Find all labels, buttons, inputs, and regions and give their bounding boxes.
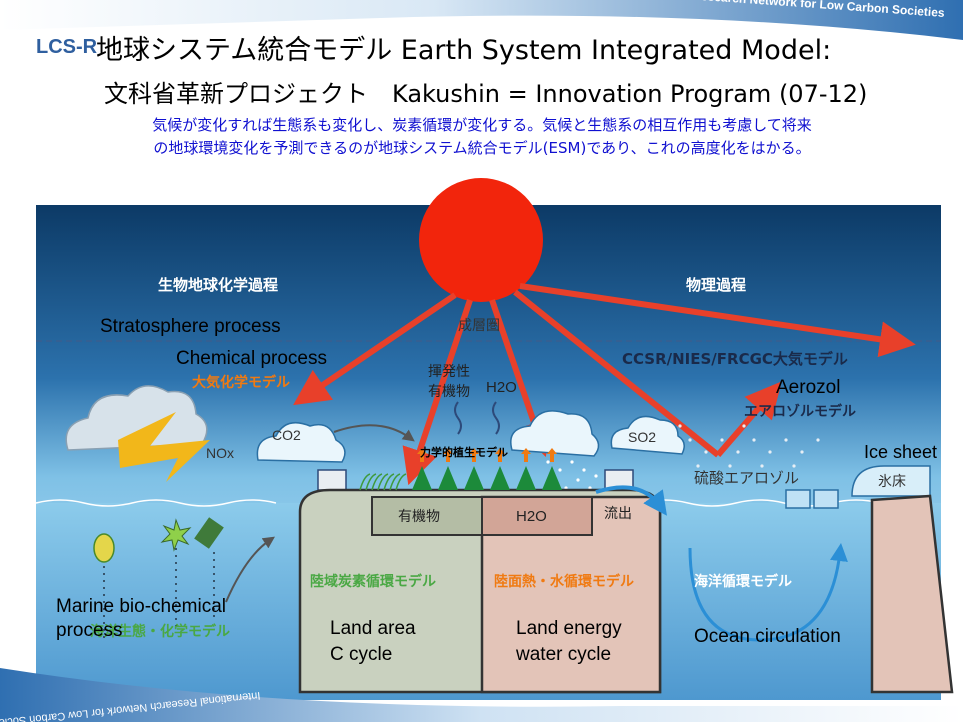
label-atmos-chem-model: 大気化学モデル xyxy=(192,374,290,391)
tree-arrows xyxy=(417,448,557,462)
label-dynamic-vegetation: 力学的植生モデル xyxy=(420,445,508,459)
page-subtitle: 文科省革新プロジェクト Kakushin = Innovation Progra… xyxy=(104,80,868,108)
so2-cloud xyxy=(610,415,685,455)
label-voc-line1: 揮発性 xyxy=(428,364,470,380)
cloud-left xyxy=(65,385,208,451)
ocean-wave-left xyxy=(35,499,277,507)
h2o-squiggle xyxy=(492,401,500,435)
label-so2: SO2 xyxy=(628,429,656,445)
label-physical-process: 物理過程 xyxy=(686,276,746,294)
label-nox: NOx xyxy=(206,445,234,461)
page-title: 地球システム統合モデル Earth System Integrated Mode… xyxy=(96,35,832,66)
solar-arrow-2 xyxy=(402,299,473,486)
solar-arrow-1 xyxy=(293,292,457,406)
solar-arrow-4 xyxy=(513,289,720,458)
solar-arrow-5 xyxy=(519,283,916,358)
sun-icon xyxy=(419,178,543,302)
ocean-circulation-arrow xyxy=(688,543,848,642)
label-co2: CO2 xyxy=(272,427,301,443)
ice-sheet-land xyxy=(870,494,954,694)
trees-icon xyxy=(412,466,562,490)
label-land-c-line2: C cycle xyxy=(330,644,392,665)
sea-ice-block-2 xyxy=(813,489,839,509)
footer-banner xyxy=(0,668,963,722)
label-marine-en-line1: Marine bio-chemical xyxy=(56,596,226,617)
label-land-carbon-model: 陸域炭素循環モデル xyxy=(310,573,436,590)
marine-flow-arrow xyxy=(225,536,275,603)
label-h2o-vapor: H2O xyxy=(486,379,517,396)
aerosol-dots xyxy=(678,424,820,468)
label-organic-matter: 有機物 xyxy=(398,509,440,525)
label-land-energy-line1: Land energy xyxy=(516,618,622,639)
label-sulfate-aerosol: 硫酸エアロゾル xyxy=(694,469,799,487)
label-stratosphere-jp: 成層圏 xyxy=(458,318,500,334)
plankton-icon xyxy=(93,533,115,563)
logo: LCS-R xyxy=(36,36,98,58)
label-ocean-circ-model: 海洋循環モデル xyxy=(694,573,792,590)
label-runoff: 流出 xyxy=(604,506,632,522)
sea-ice-block-1 xyxy=(785,489,811,509)
label-ice-sheet-en: Ice sheet xyxy=(864,442,937,462)
h2o-box xyxy=(481,496,593,536)
label-land-heat-water-model: 陸面熱・水循環モデル xyxy=(494,573,634,590)
organic-matter-box xyxy=(371,496,483,536)
label-aerosol-model: エアロゾルモデル xyxy=(744,403,856,420)
header-banner xyxy=(0,0,963,40)
label-biogeochem-process: 生物地球化学過程 xyxy=(158,276,278,294)
co2-flow-arrow xyxy=(333,424,415,442)
label-marine-jp: 海洋生態・化学モデル xyxy=(90,623,230,640)
sinking-particles xyxy=(103,548,215,640)
algae-icon xyxy=(194,517,224,549)
lightning-icon xyxy=(118,412,210,482)
diatom-icon xyxy=(160,518,192,552)
runoff-arrow xyxy=(595,485,667,516)
label-ice-sheet-jp: 氷床 xyxy=(878,474,906,490)
label-aerozol: Aerozol xyxy=(776,377,840,398)
label-voc-line2: 有機物 xyxy=(428,384,470,400)
label-land-c-line1: Land area xyxy=(330,618,416,639)
grass-icon xyxy=(359,473,407,491)
rain-cloud xyxy=(510,410,600,457)
description-line-1: 気候が変化すれば生態系も変化し、炭素循環が変化する。気候と生態系の相互作用も考慮… xyxy=(152,116,812,134)
co2-cloud xyxy=(256,421,346,463)
label-stratosphere-en: Stratosphere process xyxy=(100,316,281,337)
ice-sheet-icon xyxy=(851,465,931,497)
description: 気候が変化すれば生態系も変化し、炭素循環が変化する。気候と生態系の相互作用も考慮… xyxy=(26,114,938,160)
label-ccsr-model: CCSR/NIES/FRCGC大気モデル xyxy=(622,350,848,368)
label-ocean-circulation: Ocean circulation xyxy=(694,626,841,647)
label-chemical-process: Chemical process xyxy=(176,348,327,369)
chimney-left xyxy=(317,469,347,491)
label-marine-en-line2: process xyxy=(56,620,123,641)
label-land-energy-line2: water cycle xyxy=(515,644,611,665)
voc-squiggle xyxy=(454,401,462,435)
description-line-2: の地球環境変化を予測できるのが地球システム統合モデル(ESM)であり、これの高度… xyxy=(153,139,811,157)
label-h2o-box: H2O xyxy=(516,508,547,525)
solar-arrow-3 xyxy=(489,299,552,458)
